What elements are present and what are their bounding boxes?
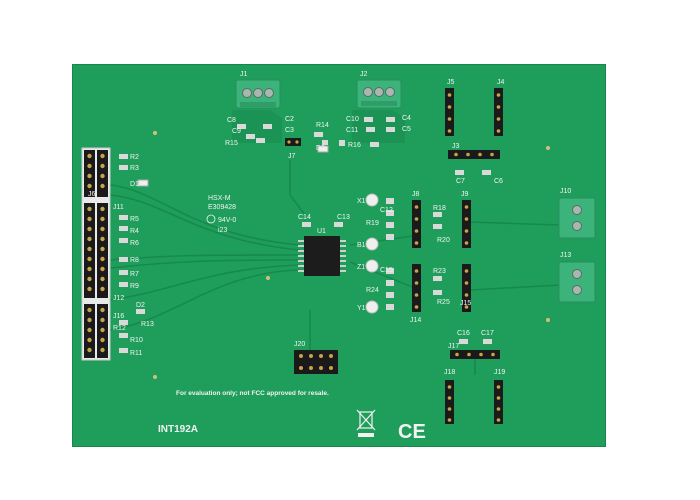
label-r5: R5 <box>130 216 139 223</box>
label-j13: J13 <box>560 252 571 259</box>
label-r19: R19 <box>366 220 379 227</box>
j10-terminal-block[interactable] <box>558 197 596 239</box>
label-j4: J4 <box>497 79 505 86</box>
label-c10: C10 <box>346 116 359 123</box>
label-r24: R24 <box>366 287 379 294</box>
smd-parts <box>119 117 492 353</box>
label-u1: U1 <box>317 228 326 235</box>
fcc-notice: For evaluation only; not FCC approved fo… <box>176 390 329 397</box>
label-j20: J20 <box>294 341 305 348</box>
label-c12: C12 <box>380 207 393 214</box>
label-j6: J6 <box>88 191 96 198</box>
label-r12: R12 <box>113 325 126 332</box>
label-c5: C5 <box>402 126 411 133</box>
label-c2: C2 <box>285 116 294 123</box>
label-b1: B1 <box>357 242 366 249</box>
label-r1-r3: R3 <box>130 165 139 172</box>
label-j14: J14 <box>410 317 421 324</box>
label-d1: D1 <box>130 181 139 188</box>
label-r16: R16 <box>348 142 361 149</box>
label-r11: R11 <box>130 350 142 357</box>
j20-header[interactable] <box>294 350 338 374</box>
label-r6: R6 <box>130 240 139 247</box>
label-j9: J9 <box>461 191 469 198</box>
label-r23: R23 <box>433 268 446 275</box>
single-row-headers[interactable] <box>412 88 503 424</box>
round-components <box>365 193 379 314</box>
label-r2: R2 <box>130 154 139 161</box>
label-y1: Y1 <box>357 305 366 312</box>
label-c13: C13 <box>337 214 350 221</box>
label-j3: J3 <box>452 143 460 150</box>
label-c3: C3 <box>285 127 294 134</box>
ce-mark-icon: CE <box>398 421 426 443</box>
label-r20: R20 <box>437 237 450 244</box>
label-c15: C15 <box>380 267 393 274</box>
label-j10: J10 <box>560 188 571 195</box>
ul-line-4: i23 <box>218 227 227 234</box>
label-c14: C14 <box>298 214 311 221</box>
label-j12: J12 <box>113 295 124 302</box>
mounting-dots <box>153 131 550 379</box>
silkscreen-labels: J1 J2 J5 J4 J3 C7 C6 C8 C2 C9 C3 R15 R14… <box>88 71 571 376</box>
j2-terminal-block[interactable] <box>352 79 405 143</box>
label-c7: C7 <box>456 178 465 185</box>
label-c9: C9 <box>232 128 241 135</box>
single-row-pins <box>414 93 501 422</box>
label-j18: J18 <box>444 369 455 376</box>
label-r7: R7 <box>130 271 139 278</box>
label-c8: C8 <box>227 117 236 124</box>
board-model: INT192A <box>158 424 198 435</box>
label-r10: R10 <box>130 337 143 344</box>
ul-logo-icon <box>206 214 216 224</box>
label-j2: J2 <box>360 71 368 78</box>
label-c16: C16 <box>457 330 470 337</box>
label-r13: R13 <box>141 321 154 328</box>
label-z1: Z1 <box>357 264 365 271</box>
label-d3: D3 <box>316 145 325 152</box>
label-r15: R15 <box>225 140 238 147</box>
label-c6: C6 <box>494 178 503 185</box>
u1-chip <box>298 236 346 276</box>
ul-line-3: 94V-0 <box>218 217 236 224</box>
ul-line-1: HSX-M <box>208 195 231 202</box>
label-j1: J1 <box>240 71 248 78</box>
label-r18: R18 <box>433 205 446 212</box>
ul-line-2: E309428 <box>208 204 236 211</box>
label-c17: C17 <box>481 330 494 337</box>
label-r8: R8 <box>130 257 139 264</box>
left-header-strip[interactable] <box>81 147 111 361</box>
label-j11: J11 <box>113 204 124 211</box>
label-j7: J7 <box>288 153 296 160</box>
j13-terminal-block[interactable] <box>558 261 596 303</box>
label-c11: C11 <box>346 127 358 134</box>
label-x1: X1 <box>357 198 366 205</box>
label-j16: J16 <box>113 313 124 320</box>
label-r9: R9 <box>130 283 139 290</box>
label-c4: C4 <box>402 115 411 122</box>
label-j17: J17 <box>448 343 459 350</box>
copper-traces <box>109 160 561 375</box>
j1-terminal-block[interactable] <box>232 79 282 143</box>
label-j5: J5 <box>447 79 455 86</box>
label-j19: J19 <box>494 369 505 376</box>
j7-jumper[interactable] <box>285 138 301 146</box>
label-j15: J15 <box>460 300 471 307</box>
label-r14: R14 <box>316 122 329 129</box>
label-d2: D2 <box>136 302 145 309</box>
label-r25: R25 <box>437 299 450 306</box>
label-r4: R4 <box>130 228 139 235</box>
label-j8: J8 <box>412 191 420 198</box>
weee-bin-icon <box>356 409 376 437</box>
ul-marking: HSX-M E309428 94V-0 i23 <box>206 195 236 234</box>
